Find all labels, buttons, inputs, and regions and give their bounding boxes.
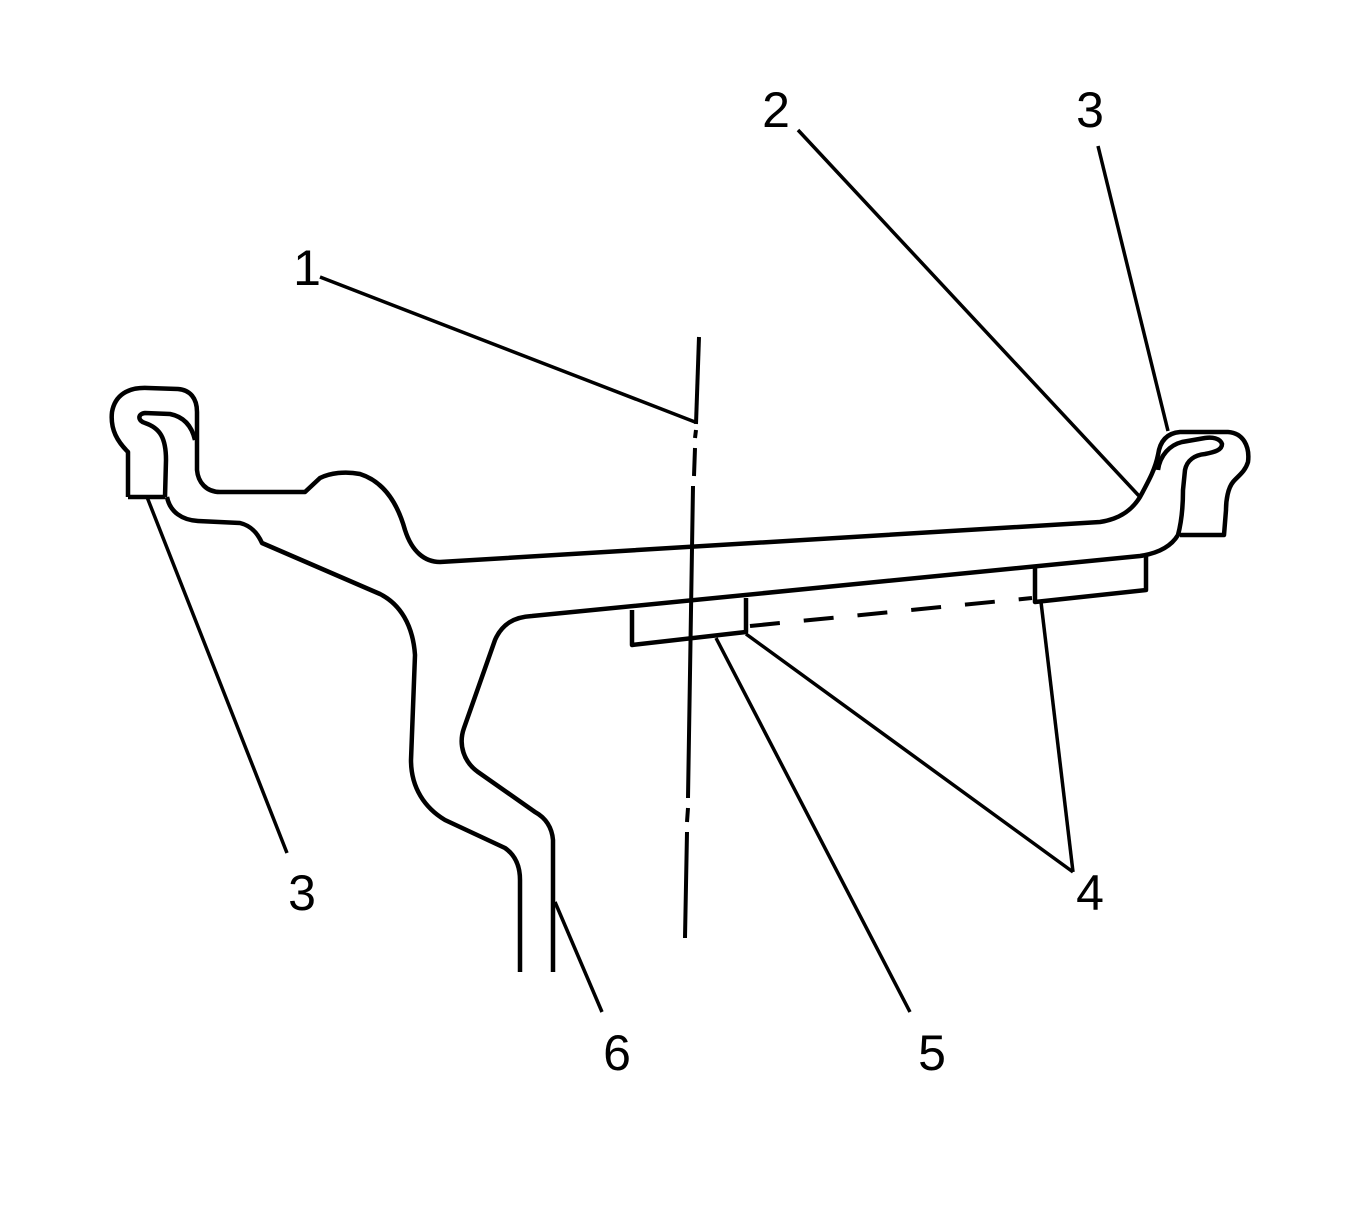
- leader-line-4a: [744, 632, 1075, 874]
- wheel-centerline: [683, 429, 698, 939]
- leader-line-3-left: [145, 496, 289, 854]
- callout-label-4: 4: [1076, 865, 1104, 921]
- leader-line-1: [319, 275, 696, 424]
- rim-inner-contour: [164, 496, 523, 972]
- leader-line-4b: [1039, 601, 1075, 873]
- rim-underside-contour: [459, 435, 1225, 972]
- callout-label-1: 1: [293, 240, 321, 296]
- callout-label-5: 5: [918, 1025, 946, 1081]
- wheel-centerline: [694, 336, 701, 425]
- weight-plane-dashed-line: [749, 596, 1033, 628]
- callout-label-3-top: 3: [1076, 82, 1104, 138]
- callout-label-3-left: 3: [288, 865, 316, 921]
- leader-line-6: [553, 901, 604, 1013]
- leader-line-5: [714, 637, 912, 1013]
- rim-outer-contour: [109, 385, 1251, 565]
- leader-line-2: [796, 128, 1142, 499]
- callout-label-2: 2: [762, 82, 790, 138]
- rim-left-bead-inner: [128, 410, 198, 500]
- rim-right-flange-block: [1032, 556, 1149, 605]
- leader-line-3-top: [1096, 145, 1170, 432]
- callout-label-6: 6: [603, 1025, 631, 1081]
